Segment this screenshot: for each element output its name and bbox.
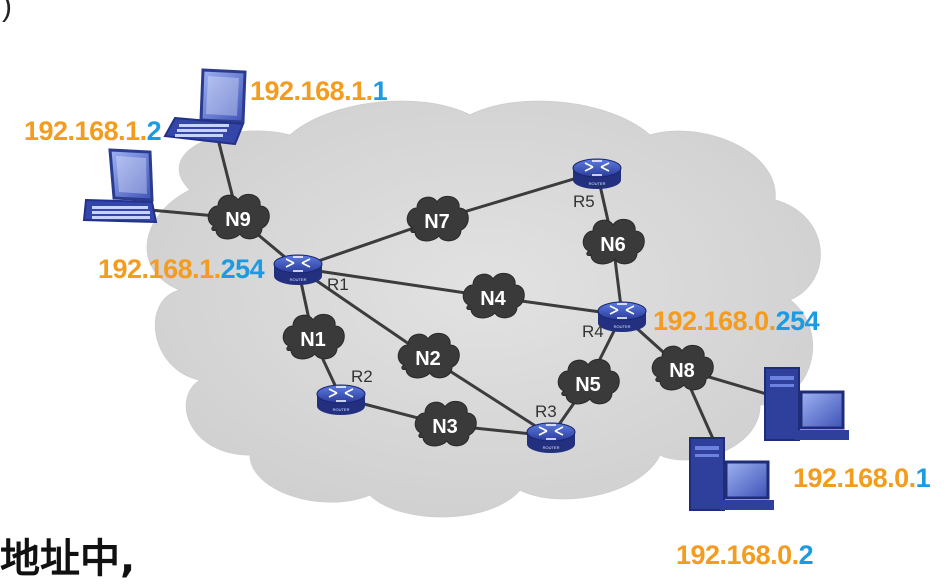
node-label-n7: N7 [424,211,450,233]
router-badge-text: ROUTER [290,277,307,282]
ip-label-pc1: 192.168.1.1 [250,76,388,106]
router-r1-icon: ROUTER [273,254,323,285]
node-label-n5: N5 [575,374,601,396]
router-label-r4: R4 [582,322,604,341]
ip-label-pc3: 192.168.0.1 [793,463,931,493]
router-r3-icon: ROUTER [526,422,576,453]
link-r1-n4 [297,266,494,299]
node-n3: N3 [414,400,477,447]
routers: ROUTER ROUTER ROUTER ROUTER ROUTER [273,158,647,453]
ip-label-r1: 192.168.1.254 [98,254,265,284]
router-badge-text: ROUTER [543,445,560,450]
node-label-n3: N3 [432,416,458,438]
node-label-n2: N2 [415,348,441,370]
link-r1-n2 [297,266,429,359]
node-n6: N6 [582,218,645,265]
node-label-n4: N4 [480,288,506,310]
router-label-r2: R2 [351,367,373,386]
router-badge-text: ROUTER [614,324,631,329]
laptop-pc2-icon [82,148,158,224]
router-r2-icon: ROUTER [316,384,366,415]
node-label-n9: N9 [225,209,251,231]
subtitle-caption: 地址中, [0,536,136,582]
node-label-n6: N6 [600,234,626,256]
desktop-pc4-icon [689,437,774,511]
node-label-n1: N1 [300,329,326,351]
ip-label-pc4: 192.168.0.2 [676,540,814,570]
laptop-pc1-icon [163,68,247,146]
desktop-pc3-icon [764,367,849,441]
router-r5-icon: ROUTER [572,158,622,189]
ip-label-r4: 192.168.0.254 [653,306,820,336]
router-r4-icon: ROUTER [597,301,647,332]
node-label-n8: N8 [669,360,695,382]
node-n9: N9 [207,193,270,240]
node-n5: N5 [557,358,620,405]
router-badge-text: ROUTER [333,407,350,412]
node-n2: N2 [397,332,460,379]
node-n7: N7 [406,195,469,242]
router-label-r3: R3 [535,402,557,421]
node-n1: N1 [282,313,345,360]
top-fragment: ) [2,0,12,23]
router-badge-text: ROUTER [589,181,606,186]
router-label-r5: R5 [573,192,595,211]
ip-label-pc2: 192.168.1.2 [24,116,162,146]
router-label-r1: R1 [327,275,349,294]
node-n8: N8 [651,344,714,391]
node-n4: N4 [462,272,525,319]
